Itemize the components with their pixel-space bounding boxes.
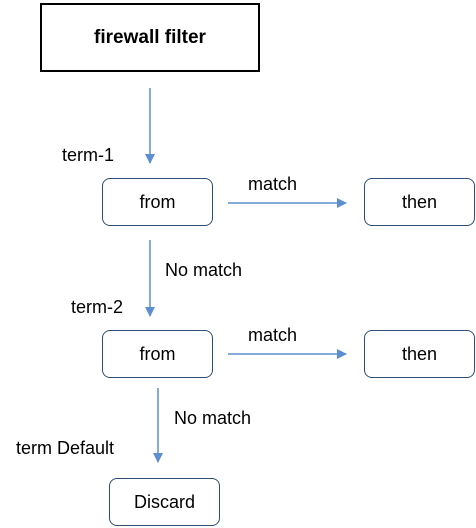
- term-default-label: term Default: [16, 438, 115, 458]
- firewall-filter-title: firewall filter: [40, 3, 260, 72]
- term-2-match-label: match: [248, 325, 298, 345]
- term-1-label: term-1: [62, 145, 115, 165]
- no-match-label-1: No match: [165, 260, 243, 280]
- term-1-then-node: then: [364, 178, 475, 226]
- term-1-from-node: from: [102, 178, 213, 226]
- term-2-from-node: from: [102, 330, 213, 378]
- term-2-then-node: then: [364, 330, 475, 378]
- term-2-label: term-2: [71, 297, 124, 317]
- no-match-label-2: No match: [174, 408, 252, 428]
- discard-action-node: Discard: [109, 478, 220, 526]
- term-1-match-label: match: [248, 174, 298, 194]
